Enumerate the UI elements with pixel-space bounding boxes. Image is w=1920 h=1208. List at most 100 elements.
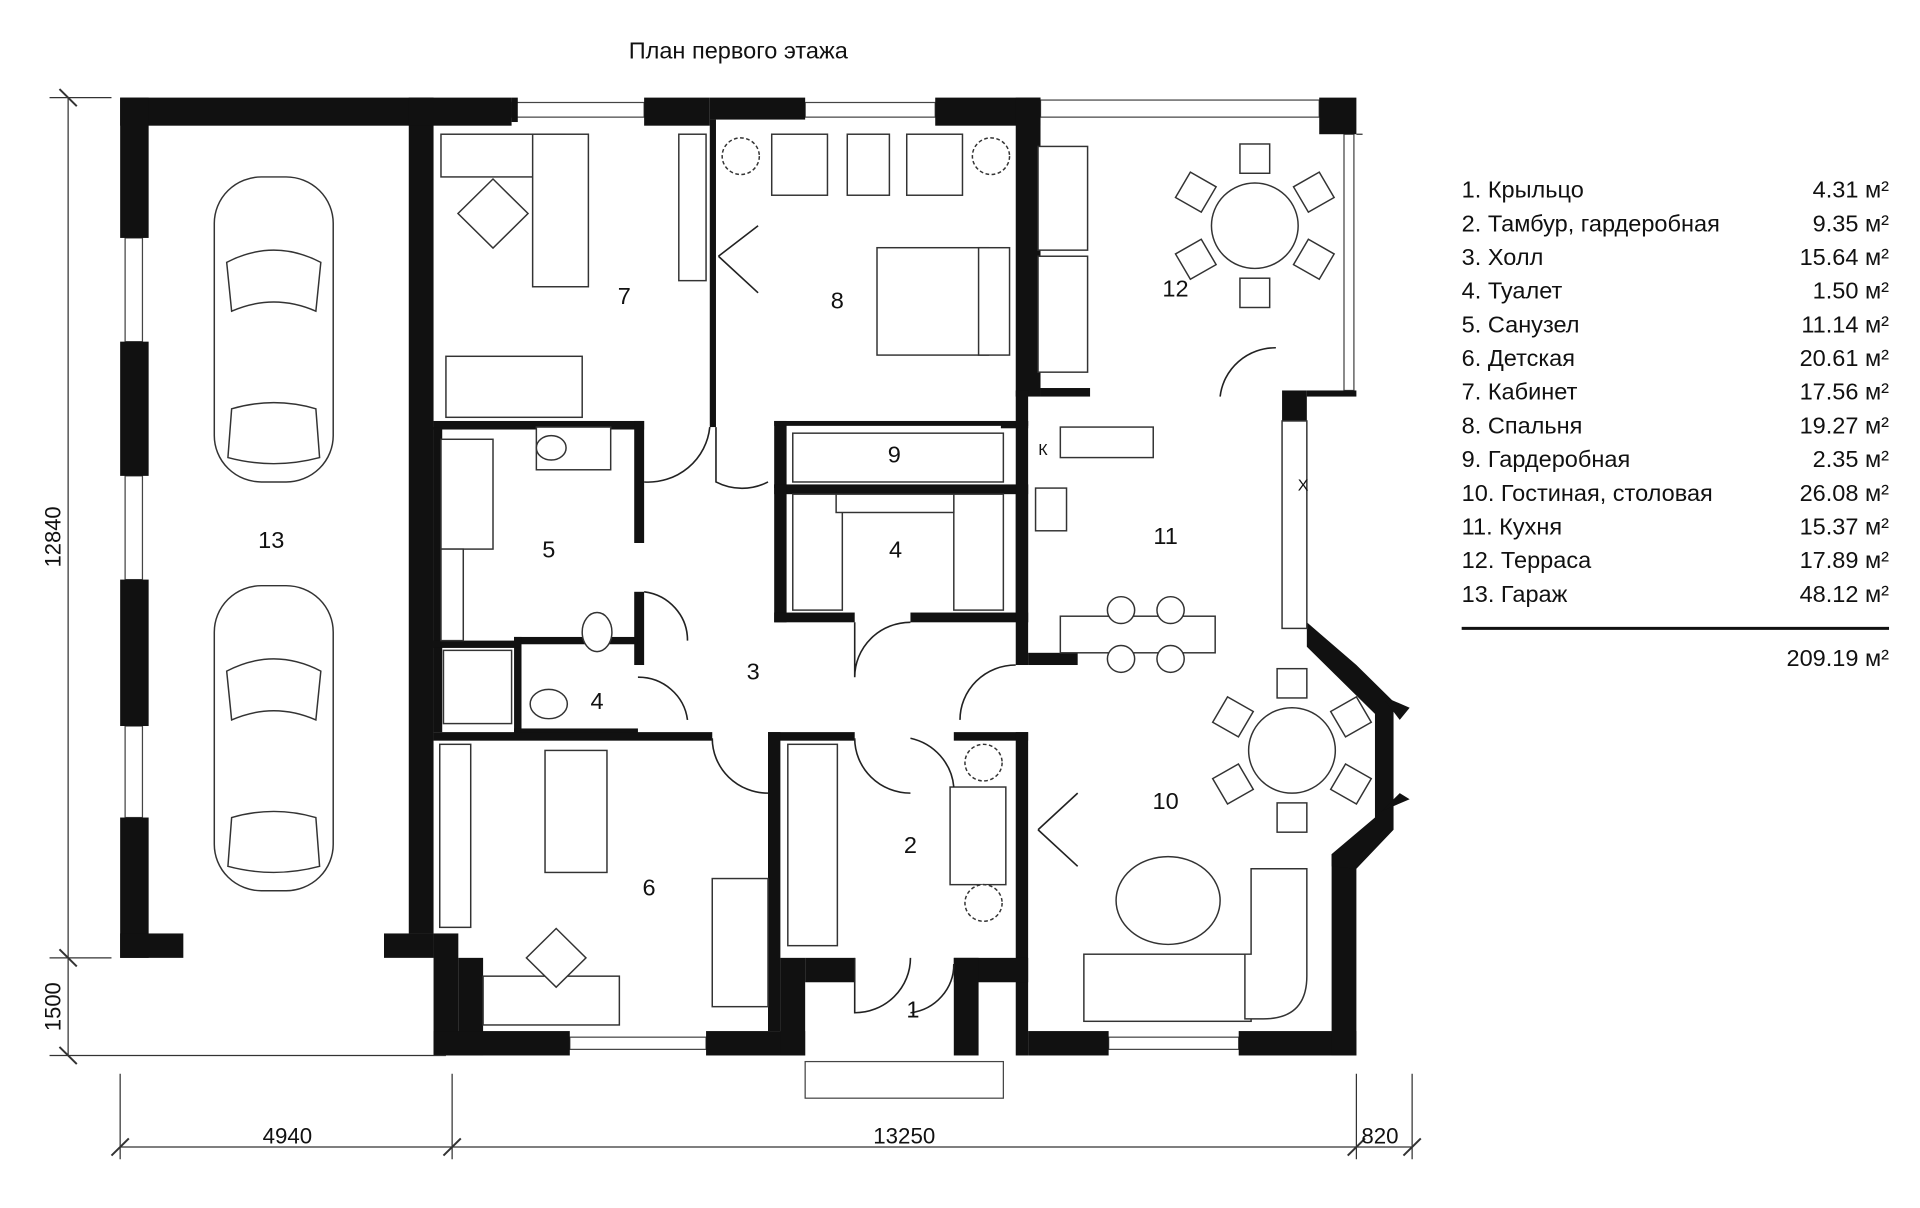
furniture-item xyxy=(482,975,621,1026)
legend-room-area: 2.35 м² xyxy=(1813,446,1890,472)
furniture-item xyxy=(949,786,1007,886)
legend-room-area: 19.27 м² xyxy=(1800,413,1890,439)
chair xyxy=(1276,667,1308,699)
chair xyxy=(1276,802,1308,833)
wall-segment xyxy=(774,612,855,623)
toilet xyxy=(581,611,613,653)
wall-segment xyxy=(644,97,710,126)
furniture-item xyxy=(440,548,465,642)
wall-segment xyxy=(1000,420,1029,429)
legend-room-area: 9.35 м² xyxy=(1813,211,1890,237)
corner-sofa xyxy=(1244,868,1308,1020)
wall-segment xyxy=(120,933,184,958)
legend-room-name: 10. Гостиная, столовая xyxy=(1462,480,1713,506)
window xyxy=(569,1036,707,1050)
furniture-item xyxy=(770,133,829,196)
legend-room-name: 12. Терраса xyxy=(1462,547,1592,573)
furniture-item xyxy=(442,649,513,725)
wall-segment xyxy=(384,933,434,958)
wall-segment xyxy=(634,420,645,543)
wall-segment xyxy=(433,640,521,648)
room-number-label: 3 xyxy=(747,659,760,685)
wall-segment xyxy=(768,732,855,741)
wall-segment xyxy=(511,97,518,123)
wall-segment xyxy=(1306,390,1357,397)
legend-room-area: 17.89 м² xyxy=(1800,547,1890,573)
furniture-item xyxy=(792,493,844,611)
door-swing xyxy=(1037,792,1079,867)
chair xyxy=(1292,171,1336,214)
door-swing xyxy=(644,591,689,641)
door-swing xyxy=(959,664,1016,720)
room-number-label: 11 xyxy=(1153,523,1177,549)
plan-title: План первого этажа xyxy=(629,38,848,64)
room-number-label: 7 xyxy=(618,283,631,309)
legend-room-area: 1.50 м² xyxy=(1813,278,1890,304)
room-number-label: 6 xyxy=(643,875,656,901)
legend-room-area: 26.08 м² xyxy=(1800,480,1890,506)
room-number-label: 12 xyxy=(1162,276,1188,302)
wall-segment xyxy=(433,1031,570,1056)
wall-segment xyxy=(120,97,434,126)
wall-segment xyxy=(514,636,638,645)
door-swing xyxy=(853,957,912,1014)
door-swing xyxy=(711,738,769,794)
chair xyxy=(1211,695,1255,738)
legend-room-area: 48.12 м² xyxy=(1800,581,1890,607)
chair xyxy=(1329,762,1373,805)
room-number-label: 4 xyxy=(591,688,604,714)
window xyxy=(124,475,144,581)
wall-segment xyxy=(634,591,645,666)
toilet xyxy=(529,688,569,720)
window xyxy=(510,101,645,118)
wall-segment xyxy=(1015,732,1029,1056)
room-number-label: 9 xyxy=(888,442,901,468)
car-windshield xyxy=(225,658,322,874)
window xyxy=(804,101,936,118)
legend-room-area: 20.61 м² xyxy=(1800,345,1890,371)
legend-room-name: 2. Тамбур, гардеробная xyxy=(1462,211,1720,237)
furniture-item xyxy=(1034,487,1068,532)
dim-height-total: 12840 xyxy=(41,506,66,567)
wall-segment xyxy=(1015,390,1029,666)
furniture-item xyxy=(1059,615,1216,654)
plant xyxy=(964,743,1003,782)
wall-segment xyxy=(1028,1031,1109,1056)
furniture-item xyxy=(977,246,1011,356)
chair xyxy=(1239,143,1271,175)
doors xyxy=(637,225,1276,1014)
chair xyxy=(1211,762,1255,805)
wall-segment xyxy=(953,732,1029,741)
door-swing xyxy=(715,427,769,490)
wall-segment xyxy=(1028,652,1078,666)
door-swing xyxy=(717,225,759,294)
bar-stool xyxy=(1156,644,1185,674)
room-number-label: 5 xyxy=(542,537,555,563)
legend-room-name: 13. Гараж xyxy=(1462,581,1568,607)
door-swing xyxy=(1219,346,1276,397)
furniture-item xyxy=(846,133,891,196)
furniture-item xyxy=(953,493,1005,611)
wall-segment xyxy=(120,579,149,727)
stove-mark: К xyxy=(1038,442,1048,459)
legend-room-name: 11. Кухня xyxy=(1462,514,1562,540)
door-swing xyxy=(644,426,711,483)
chair xyxy=(1174,171,1218,214)
wall-segment xyxy=(1331,854,1357,1056)
room-number-label: 1 xyxy=(906,997,919,1023)
legend-room-name: 7. Кабинет xyxy=(1462,379,1578,405)
wall-segment xyxy=(120,341,149,476)
window xyxy=(124,725,144,819)
window xyxy=(804,1060,1004,1099)
wall-segment xyxy=(774,484,1029,495)
legend-room-name: 5. Санузел xyxy=(1462,312,1580,338)
door-swing xyxy=(910,963,955,1014)
door-swing xyxy=(637,676,689,721)
furniture xyxy=(213,133,1373,1026)
chair xyxy=(1329,695,1373,738)
door-swing xyxy=(853,738,911,794)
wall-segment xyxy=(709,119,716,428)
furniture-item xyxy=(678,133,707,282)
wall-segment xyxy=(120,97,149,238)
